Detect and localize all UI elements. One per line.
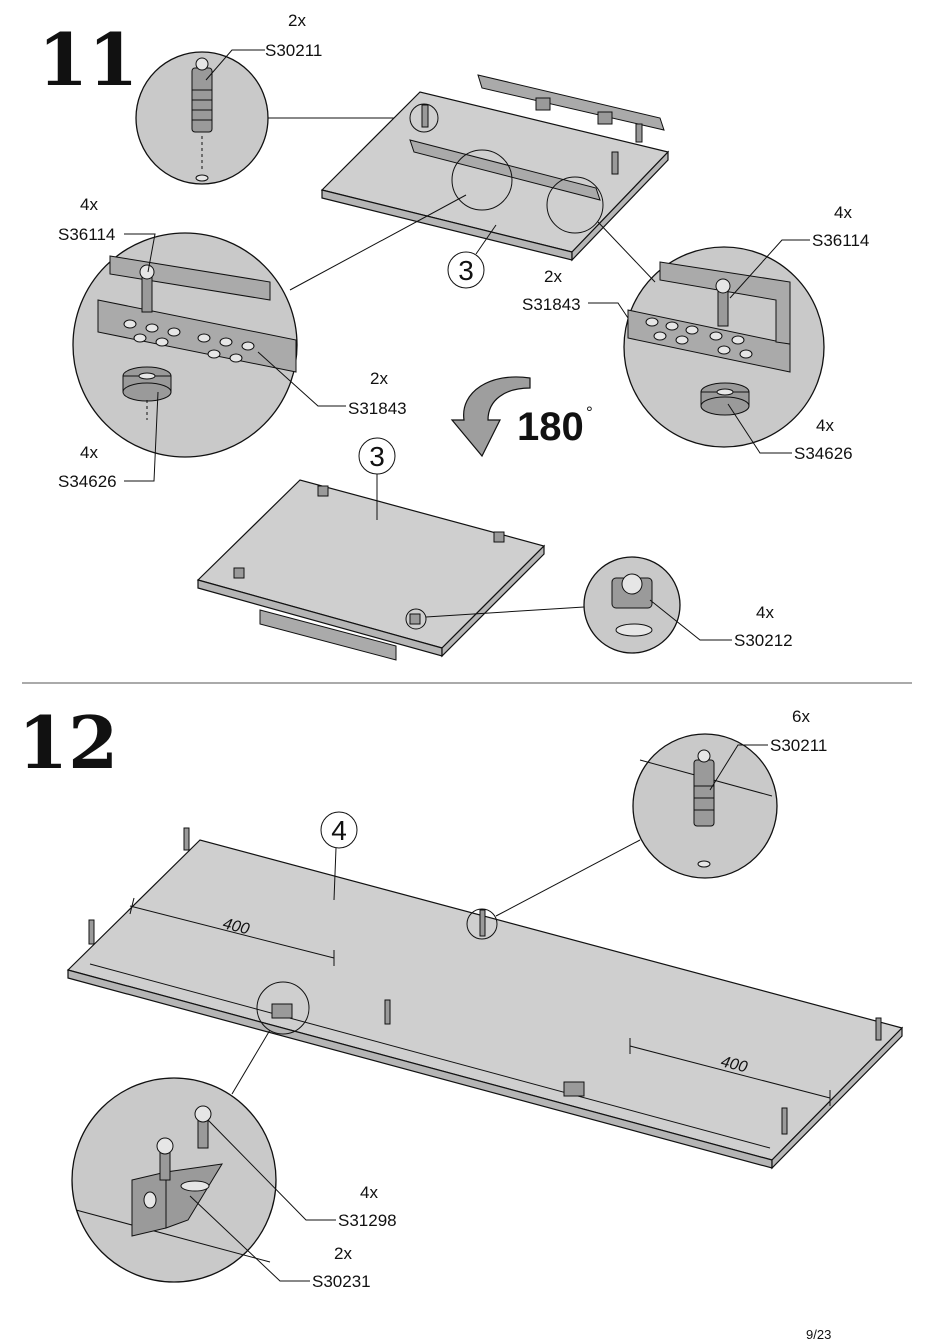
bracket-qty: 2x <box>334 1244 352 1263</box>
cam-icon <box>621 573 643 595</box>
part-marker-3-flipped: 3 <box>369 441 385 472</box>
spacer-right-code: S34626 <box>794 444 853 463</box>
rotate-arrow-icon <box>450 376 531 458</box>
dimension-right <box>629 1038 831 1106</box>
dowel-icon <box>421 104 429 128</box>
part-marker-4: 4 <box>331 815 347 846</box>
rail-holes <box>123 319 255 363</box>
page-number: 9/23 <box>806 1327 831 1342</box>
screw-qty: 4x <box>360 1183 378 1202</box>
dowel-icon <box>183 827 190 851</box>
screw-right-code: S36114 <box>812 231 869 250</box>
rail-left-code: S31843 <box>348 399 407 418</box>
zoom-rail-left <box>72 232 298 458</box>
rail-bracket-icon <box>535 97 551 111</box>
spacer-right-qty: 4x <box>816 416 834 435</box>
spacer-left-qty: 4x <box>80 443 98 462</box>
dowel-qty: 6x <box>792 707 810 726</box>
screw-right-qty: 4x <box>834 203 852 222</box>
rotation-unit: ° <box>586 403 593 422</box>
part-marker-4-circle <box>320 811 358 849</box>
cam-code: S30212 <box>734 631 793 650</box>
spacer-left-code: S34626 <box>58 472 117 491</box>
bracket-code: S30231 <box>312 1272 371 1291</box>
screw-left-code: S36114 <box>58 225 115 244</box>
screw-code: S31298 <box>338 1211 397 1230</box>
dowel-top-qty: 2x <box>288 11 306 30</box>
part-marker-3-top: 3 <box>458 255 474 286</box>
rail-right-qty: 2x <box>544 267 562 286</box>
zoom-dowel <box>632 733 778 879</box>
dowel-icon <box>693 759 715 827</box>
panel-4-view <box>66 827 904 1170</box>
zoom-cam <box>583 556 681 654</box>
zoom-bracket <box>71 1077 277 1283</box>
part-marker-3-top-circle <box>447 251 485 289</box>
screw-icon <box>717 289 729 327</box>
cam-icon <box>317 485 329 497</box>
bracket-icon <box>271 1003 293 1019</box>
step-11-number: 11 <box>38 17 138 102</box>
rail-left-qty: 2x <box>370 369 388 388</box>
zoom-dowel-top <box>135 51 269 185</box>
cam-qty: 4x <box>756 603 774 622</box>
zoom-rail-right <box>623 246 825 448</box>
panel-3-top-view <box>320 74 670 262</box>
screw-left-qty: 4x <box>80 195 98 214</box>
dimension-left <box>129 897 335 966</box>
rotation-value: 180 <box>517 405 584 449</box>
step-12-number: 12 <box>18 700 118 785</box>
rail-right-code: S31843 <box>522 295 581 314</box>
panel-3-flipped-view <box>196 479 546 661</box>
dimension-right-value: 400 <box>719 1053 749 1076</box>
screw-icon <box>141 275 153 313</box>
dowel-code: S30211 <box>770 736 827 755</box>
dimension-left-value: 400 <box>221 915 251 938</box>
dowel-top-code: S30211 <box>265 41 322 60</box>
